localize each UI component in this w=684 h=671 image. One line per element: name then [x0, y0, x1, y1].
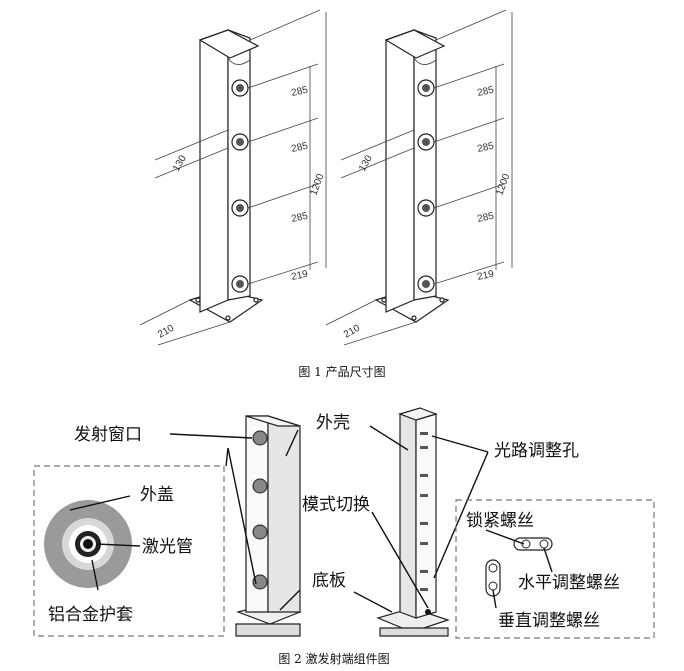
spacing-label-2-right: 285: [476, 141, 495, 155]
width-label: 210: [156, 323, 176, 341]
depth-label: 130: [171, 153, 189, 173]
leader-emit-window-2: [227, 447, 257, 585]
leader-mode-switch: [371, 511, 429, 609]
spacing-label-3: 285: [290, 211, 309, 225]
leader-emit-window-1: [169, 433, 253, 439]
width-label-right: 210: [342, 323, 362, 341]
label-lock-screw: 锁紧螺丝: [466, 511, 534, 531]
leader-shell-2: [369, 425, 409, 451]
leader-aluminum-sleeve: [91, 559, 99, 591]
leader-outer-cover: [69, 495, 131, 511]
emitter-post: [235, 415, 302, 637]
leader-base-plate-2: [353, 591, 393, 613]
leader-shell: [285, 429, 299, 457]
figure2-caption: 图 2 激发射端组件图: [278, 651, 389, 666]
label-base-plate: 底板: [312, 571, 346, 591]
spacing-label-1-right: 285: [476, 85, 495, 99]
label-light-path-hole: 光路调整孔: [494, 441, 579, 461]
leader-lock-screw: [485, 529, 525, 545]
spacing-label-1: 285: [290, 85, 309, 99]
leader-base-plate-1: [279, 589, 301, 611]
spacing-label-2: 285: [290, 141, 309, 155]
spacing-label-3-right: 285: [476, 211, 495, 225]
label-outer-cover: 外盖: [140, 485, 174, 505]
post-right: [325, 9, 513, 346]
leader-horizontal-screw: [543, 547, 553, 573]
leader-emit-window-3: [225, 447, 229, 467]
label-mode-switch: 模式切换: [302, 495, 370, 515]
adjust-bracket: [485, 537, 553, 597]
leader-vertical-screw: [492, 589, 497, 609]
spacing-label-4-right: 219: [476, 269, 495, 283]
leader-light-path-1: [431, 435, 489, 453]
inset-emitter-detail: [33, 465, 225, 637]
depth-label-right: 130: [357, 153, 375, 173]
spacing-label-4: 219: [290, 269, 309, 283]
inset-adjust-screws: [455, 499, 655, 639]
label-aluminum-sleeve: 铝合金护套: [48, 605, 133, 625]
height-label: 1200: [308, 172, 326, 197]
height-label-right: 1200: [494, 172, 512, 197]
post-left: [139, 9, 327, 346]
label-horizontal-screw: 水平调整螺丝: [518, 573, 620, 593]
receiver-post: [376, 407, 450, 637]
label-emit-window: 发射窗口: [74, 425, 142, 445]
label-vertical-screw: 垂直调整螺丝: [498, 611, 600, 631]
leader-light-path-2: [433, 451, 489, 579]
label-laser-tube: 激光管: [142, 537, 193, 557]
leader-laser-tube: [95, 543, 141, 547]
label-shell: 外壳: [316, 413, 350, 433]
emitter-window-detail: [44, 500, 132, 588]
figure1-caption: 图 1 产品尺寸图: [298, 365, 385, 379]
